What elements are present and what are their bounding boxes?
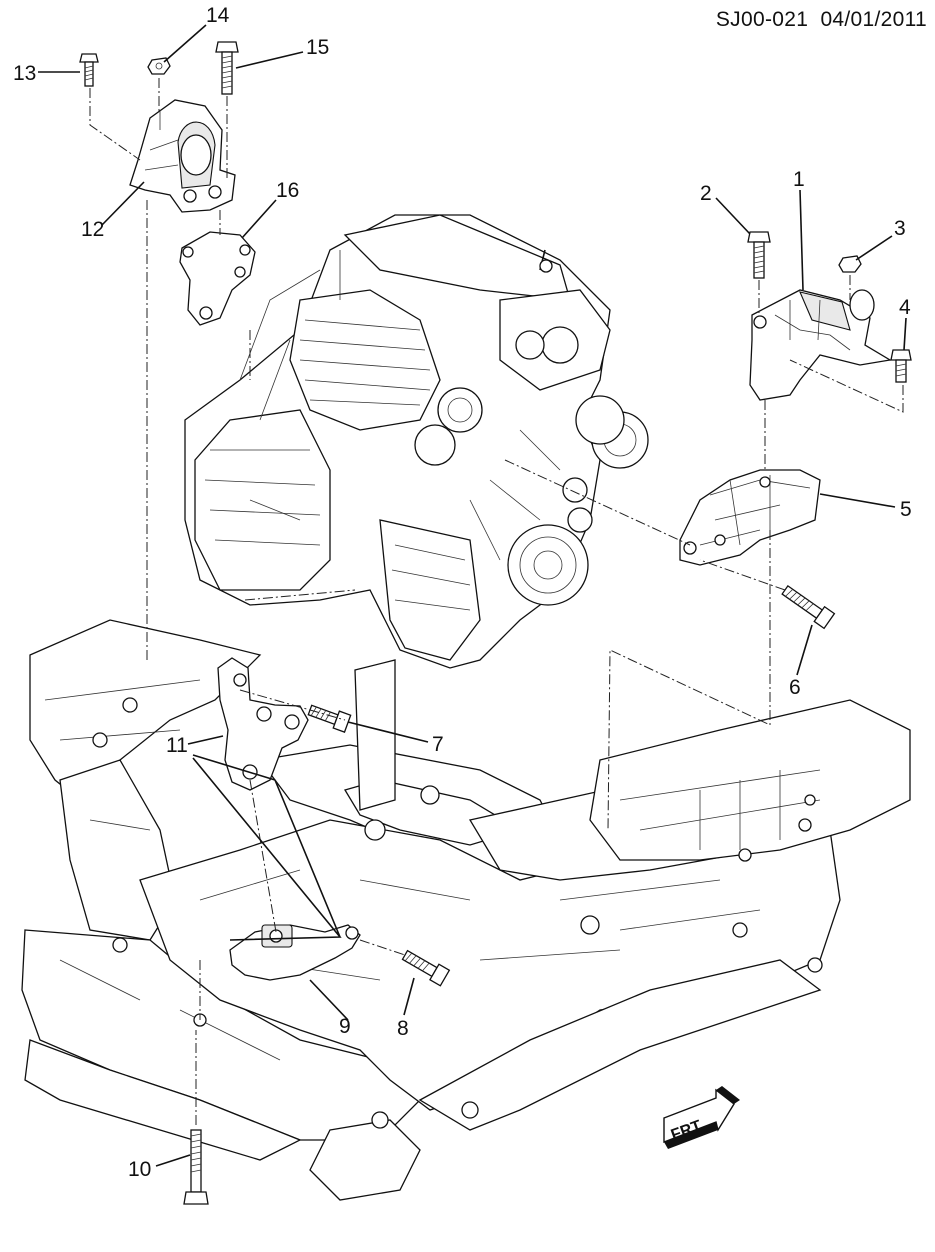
drawing-date: 04/01/2011 xyxy=(820,8,927,31)
fasteners xyxy=(79,41,912,1205)
drawing-header: SJ00-021 04/01/2011 xyxy=(716,8,927,32)
callout-16: 16 xyxy=(276,179,299,202)
callout-2: 2 xyxy=(700,182,712,205)
callout-3: 3 xyxy=(894,217,906,240)
callout-5: 5 xyxy=(900,498,912,521)
part-4-bolt xyxy=(890,349,912,383)
callout-15: 15 xyxy=(306,36,329,59)
part-2-bolt xyxy=(747,231,771,279)
callout-labels: 1 2 3 4 5 6 7 8 9 10 11 12 13 14 15 16 xyxy=(13,4,912,1181)
callout-12: 12 xyxy=(81,218,104,241)
part-7-bolt xyxy=(307,704,352,733)
callout-4: 4 xyxy=(899,296,911,319)
callout-11: 11 xyxy=(166,734,188,757)
part-10-bolt xyxy=(183,1129,209,1205)
front-direction-arrow: FRT xyxy=(663,1086,740,1149)
leader-lines xyxy=(38,24,907,1167)
part-6-bolt xyxy=(781,584,836,630)
part-12-transmission-mount xyxy=(129,99,236,213)
subframe-illustration xyxy=(21,619,911,1201)
callout-6: 6 xyxy=(789,676,801,699)
part-5-bracket xyxy=(679,469,821,566)
drawing-id: SJ00-021 xyxy=(715,8,809,31)
callout-9: 9 xyxy=(339,1015,351,1038)
alignment-lines xyxy=(89,78,904,1125)
part-13-bolt xyxy=(79,53,99,87)
part-15-bolt xyxy=(215,41,239,95)
part-1-engine-mount xyxy=(749,289,892,401)
part-8-bolt xyxy=(401,949,451,987)
callout-13: 13 xyxy=(13,62,36,85)
callout-7: 7 xyxy=(432,733,444,756)
callout-10: 10 xyxy=(128,1158,151,1181)
engine-illustration xyxy=(184,214,649,669)
callout-14: 14 xyxy=(206,4,230,27)
part-16-bracket xyxy=(179,231,256,326)
callout-8: 8 xyxy=(397,1017,409,1040)
part-3-nut xyxy=(838,255,862,273)
callout-1: 1 xyxy=(793,168,805,191)
part-11-bracket xyxy=(217,657,309,791)
